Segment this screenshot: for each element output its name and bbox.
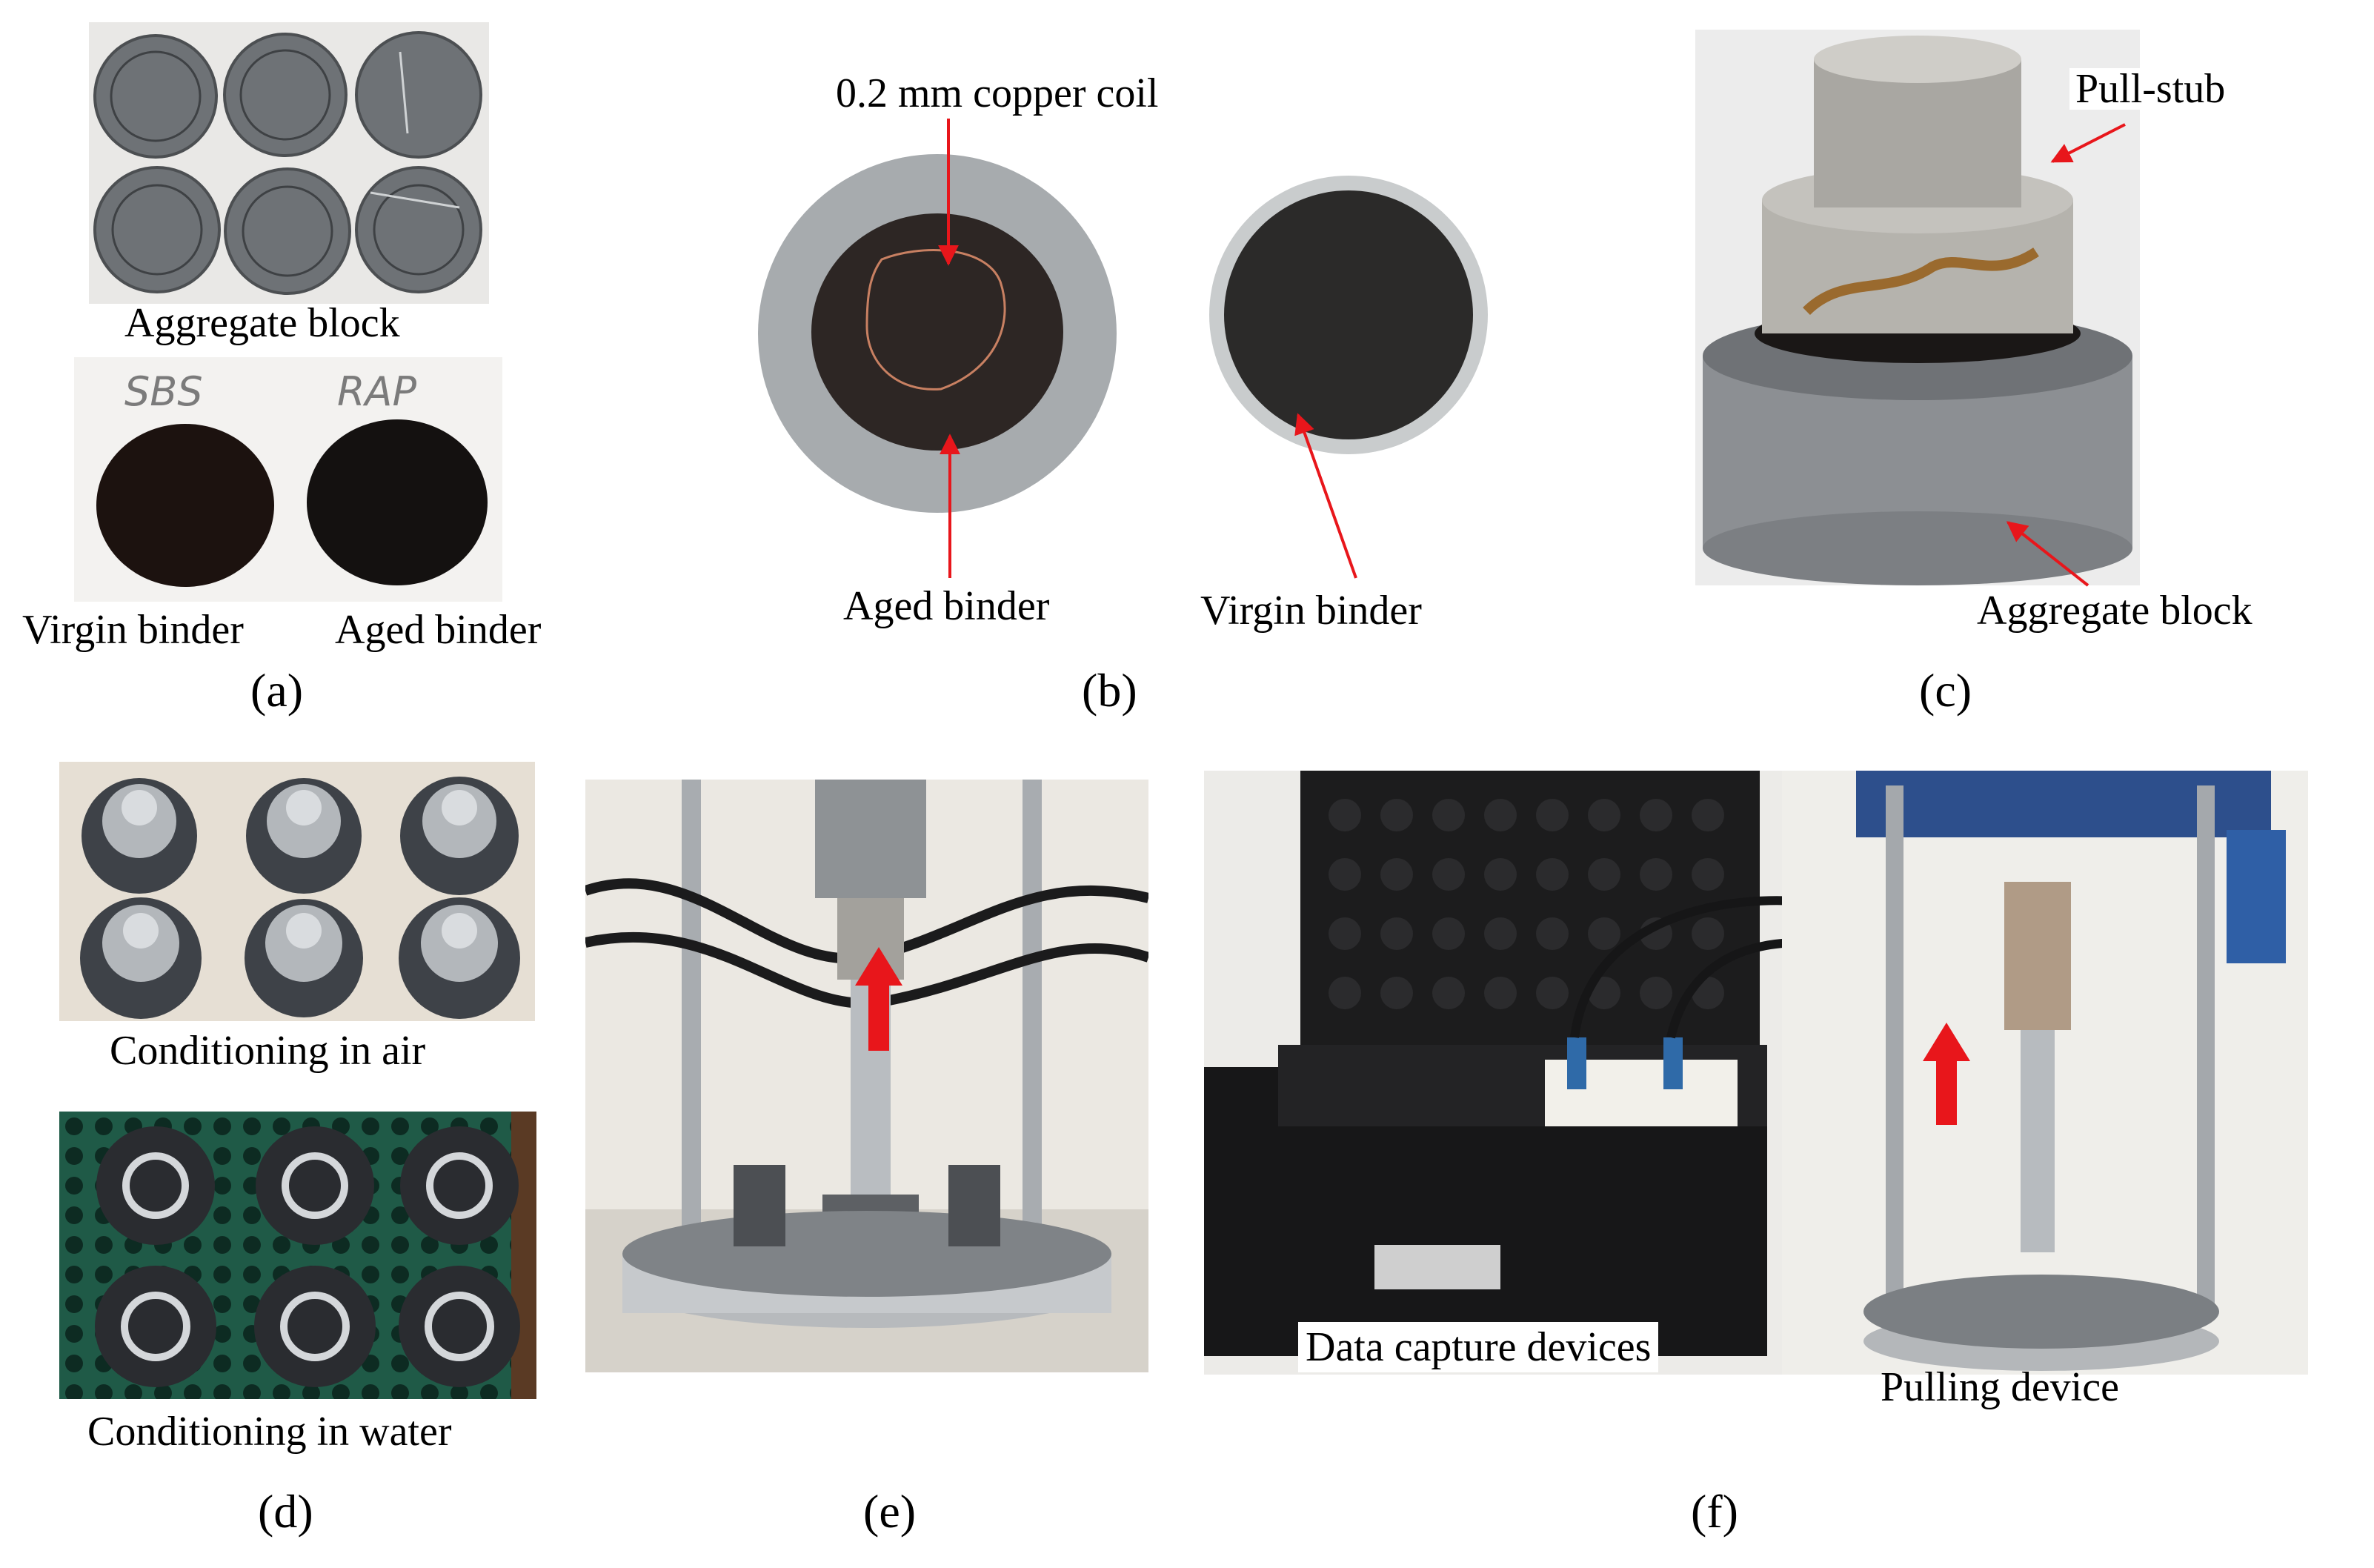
- panel-letter-a: (a): [250, 664, 304, 717]
- pull-stub-assembly-graphic: [1703, 36, 2132, 585]
- photo-conditioning-water: [59, 1112, 536, 1399]
- photo-conditioning-air: [59, 762, 535, 1021]
- panel-letter-e: (e): [863, 1485, 917, 1538]
- label-copper-coil: 0.2 mm copper coil: [836, 70, 1159, 116]
- panel-letter-f: (f): [1691, 1485, 1738, 1538]
- label-aged-binder-b: Aged binder: [843, 583, 1050, 629]
- conditioning-air-graphic: [80, 777, 520, 1019]
- caption-conditioning-air: Conditioning in air: [110, 1028, 426, 1074]
- photo-aggregate-blocks: [89, 22, 489, 304]
- label-pull-stub: Pull-stub: [2069, 68, 2232, 110]
- label-aged-binder-a: Aged binder: [335, 607, 542, 653]
- caption-conditioning-water: Conditioning in water: [87, 1409, 452, 1455]
- binder-on-aggregate-graphic: [758, 154, 1488, 513]
- photo-binder-on-aggregate: [741, 133, 1489, 534]
- photo-test-setup: [1204, 771, 2308, 1375]
- pull-test-closeup-graphic: [585, 780, 1148, 1372]
- caption-aggregate-block-a: Aggregate block: [124, 300, 400, 346]
- photo-pull-test-closeup: [585, 780, 1148, 1372]
- label-pulling-device: Pulling device: [1881, 1364, 2119, 1410]
- label-data-capture-devices: Data capture devices: [1298, 1322, 1659, 1372]
- conditioning-water-graphic: [59, 1112, 536, 1399]
- panel-letter-b: (b): [1082, 664, 1137, 717]
- photo-pull-stub-assembly: [1695, 30, 2140, 585]
- panel-letter-c: (c): [1919, 664, 1972, 717]
- aggregate-blocks-graphic: [93, 31, 482, 295]
- label-virgin-binder-b: Virgin binder: [1200, 588, 1422, 634]
- handwriting-sbs: SBS: [124, 368, 203, 415]
- photo-binder-films: [74, 357, 502, 602]
- test-setup-graphic: [1204, 771, 2308, 1375]
- label-aggregate-block-c: Aggregate block: [1977, 588, 2252, 634]
- panel-letter-d: (d): [258, 1485, 313, 1538]
- binder-films-graphic: [96, 419, 488, 587]
- handwriting-rap: RAP: [337, 368, 417, 415]
- label-virgin-binder-a: Virgin binder: [22, 607, 244, 653]
